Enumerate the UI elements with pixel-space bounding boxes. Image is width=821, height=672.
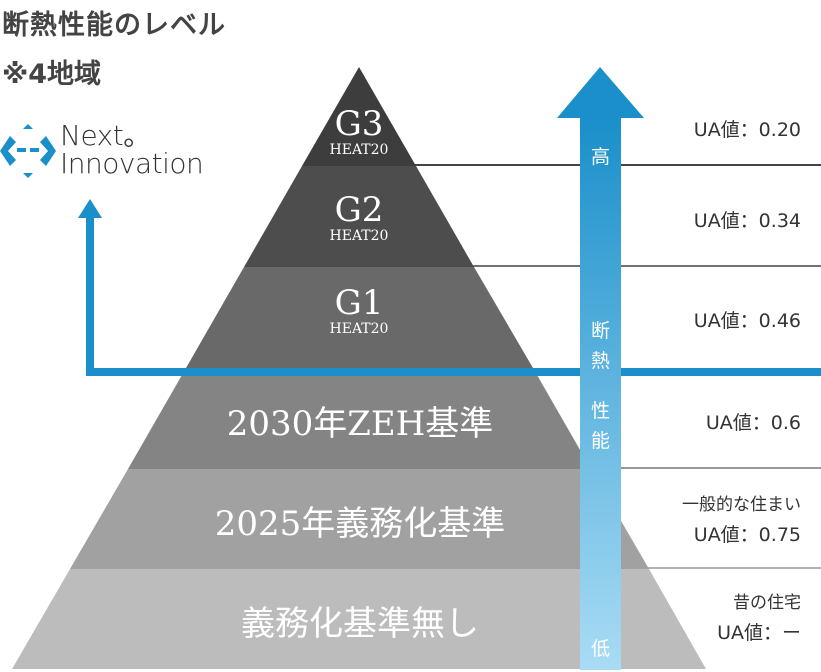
next-innovation-logo-icon	[0, 124, 56, 178]
pyramid-band-zeh2030	[128, 368, 591, 469]
ua-block-2025: 一般的な住まい UA値：0.75	[682, 490, 801, 550]
level-label-g1: G1 HEAT20	[329, 283, 389, 337]
pyramid-band-g1	[186, 267, 533, 368]
arrow-label-dan: 断	[590, 320, 610, 342]
pyramid-band-g2	[244, 166, 474, 267]
performance-arrow	[557, 67, 644, 670]
arrow-label-high: 高	[590, 146, 610, 168]
ua-value-g1: UA値：0.46	[693, 310, 801, 332]
ua-block-none: 昔の住宅 UA値：ー	[717, 588, 801, 648]
ua-value-g2: UA値：0.34	[693, 210, 801, 232]
logo-line-1: Next。	[60, 119, 151, 152]
logo-line-2: Innovation	[60, 147, 204, 180]
arrow-label-netsu: 熱	[590, 350, 610, 372]
level-label-g2: G2 HEAT20	[329, 190, 389, 244]
level-label-none: 義務化基準無し	[241, 604, 479, 644]
ua-value-2025: UA値：0.75	[693, 524, 801, 546]
ua-value-none: UA値：ー	[717, 622, 801, 644]
level-label-zeh2030: 2030年ZEH基準	[226, 404, 494, 444]
ua-value-zeh2030: UA値：0.6	[705, 412, 801, 434]
pyramid-band-g3	[302, 67, 416, 166]
g1-threshold-arrow	[78, 199, 821, 376]
pyramid-band-2025	[70, 469, 649, 569]
page-title: 断熱性能のレベル	[2, 10, 226, 41]
arrow-label-sei: 性	[590, 400, 610, 422]
arrow-label-nou: 能	[590, 430, 610, 452]
brand-logo: Next。 Innovation	[0, 120, 230, 190]
region-note: ※4地域	[2, 59, 102, 90]
ua-value-g3: UA値：0.20	[693, 119, 801, 141]
pyramid-band-none	[12, 569, 706, 669]
arrow-label-low: 低	[590, 638, 610, 660]
pyramid	[12, 67, 706, 669]
ua-note-none: 昔の住宅	[733, 593, 801, 613]
level-label-g3: G3 HEAT20	[329, 104, 389, 158]
ua-note-2025: 一般的な住まい	[682, 495, 801, 515]
level-label-2025: 2025年義務化基準	[214, 504, 506, 544]
